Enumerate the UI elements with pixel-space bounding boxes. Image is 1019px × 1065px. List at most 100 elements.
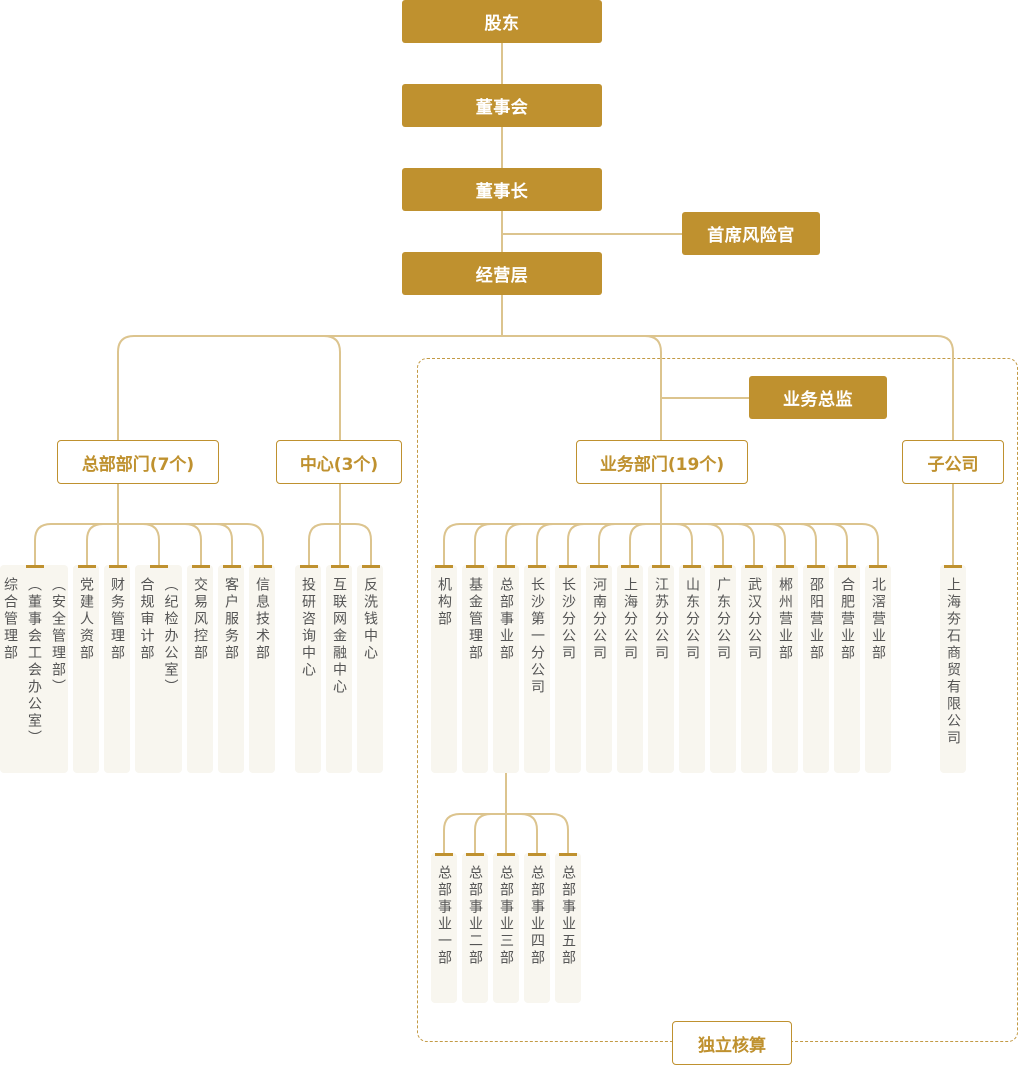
hq-department-card[interactable]: 财务管理部 bbox=[104, 565, 130, 773]
card-label: 武汉分公司 bbox=[746, 577, 762, 662]
business-unit-card[interactable]: 郴州营业部 bbox=[772, 565, 798, 773]
card-label: 合规审计部 bbox=[138, 577, 155, 662]
group-drop-line bbox=[117, 335, 135, 440]
card-label: （安全管理部） bbox=[50, 577, 66, 696]
child-drop-line bbox=[246, 523, 264, 565]
hq-department-card[interactable]: 党建人资部 bbox=[73, 565, 99, 773]
center-card[interactable]: 投研咨询中心 bbox=[295, 565, 321, 773]
node-management[interactable]: 经营层 bbox=[402, 252, 602, 295]
card-label: 山东分公司 bbox=[684, 577, 700, 662]
child-drop-line bbox=[737, 523, 755, 565]
child-drop-line bbox=[629, 523, 647, 565]
card-label: 合肥营业部 bbox=[839, 577, 855, 662]
node-shareholders[interactable]: 股东 bbox=[402, 0, 602, 43]
hq-division-card[interactable]: 总部事业四部 bbox=[524, 853, 550, 1003]
card-connector-tab bbox=[559, 565, 577, 568]
card-label: 客户服务部 bbox=[223, 577, 239, 662]
child-drop-line bbox=[830, 523, 848, 565]
business-unit-card[interactable]: 基金管理部 bbox=[462, 565, 488, 773]
child-drop-line bbox=[567, 523, 585, 565]
group-centers[interactable]: 中心(3个) bbox=[276, 440, 402, 484]
card-label: 长沙第一分公司 bbox=[529, 577, 545, 696]
card-connector-tab bbox=[838, 565, 856, 568]
node-board[interactable]: 董事会 bbox=[402, 84, 602, 127]
business-unit-card[interactable]: 合肥营业部 bbox=[834, 565, 860, 773]
card-label: 基金管理部 bbox=[467, 577, 483, 662]
card-connector-tab bbox=[497, 853, 515, 856]
group-drop-line bbox=[644, 335, 662, 440]
business-unit-card[interactable]: 武汉分公司 bbox=[741, 565, 767, 773]
card-label: 综合管理部 bbox=[2, 577, 18, 662]
child-drop-line bbox=[474, 813, 492, 853]
independent-accounting-label: 独立核算 bbox=[672, 1021, 792, 1065]
card-label: 郴州营业部 bbox=[777, 577, 793, 662]
child-drop-line bbox=[34, 523, 52, 565]
child-drop-line bbox=[505, 523, 523, 565]
business-unit-card[interactable]: 长沙第一分公司 bbox=[524, 565, 550, 773]
frame-label: 独立核算 bbox=[698, 1035, 766, 1056]
card-label: 交易风控部 bbox=[192, 577, 208, 662]
node-business-director[interactable]: 业务总监 bbox=[749, 376, 887, 419]
card-connector-tab bbox=[435, 853, 453, 856]
card-label: 邵阳营业部 bbox=[808, 577, 824, 662]
card-connector-tab bbox=[745, 565, 763, 568]
card-label: （董事会工会办公室） bbox=[26, 577, 42, 747]
child-drop-line bbox=[142, 523, 160, 565]
subsidiary-card[interactable]: 上海夯石商贸有限公司 bbox=[940, 565, 966, 773]
node-label: 董事会 bbox=[475, 98, 529, 118]
card-label: 投研咨询中心 bbox=[300, 577, 316, 679]
hq-department-card[interactable]: 客户服务部 bbox=[218, 565, 244, 773]
hq-division-card[interactable]: 总部事业五部 bbox=[555, 853, 581, 1003]
hq-department-card[interactable]: 信息技术部 bbox=[249, 565, 275, 773]
business-unit-card[interactable]: 北滘营业部 bbox=[865, 565, 891, 773]
business-unit-card[interactable]: 邵阳营业部 bbox=[803, 565, 829, 773]
child-drop-line bbox=[474, 523, 492, 565]
child-drop-line bbox=[551, 813, 569, 853]
hq-department-card[interactable]: 交易风控部 bbox=[187, 565, 213, 773]
business-unit-card[interactable]: 山东分公司 bbox=[679, 565, 705, 773]
hq-department-card[interactable]: 合规审计部（纪检办公室） bbox=[135, 565, 182, 773]
card-connector-tab bbox=[714, 565, 732, 568]
group-subsidiary[interactable]: 子公司 bbox=[902, 440, 1004, 484]
card-connector-tab bbox=[944, 565, 962, 568]
card-label: 总部事业一部 bbox=[436, 865, 452, 967]
node-label: 董事长 bbox=[475, 182, 529, 202]
group-label: 中心(3个) bbox=[299, 454, 379, 475]
hq-division-card[interactable]: 总部事业一部 bbox=[431, 853, 457, 1003]
business-unit-card[interactable]: 机构部 bbox=[431, 565, 457, 773]
child-drop-line bbox=[799, 523, 817, 565]
card-connector-tab bbox=[150, 565, 168, 568]
node-label: 首席风险官 bbox=[707, 226, 795, 246]
card-label: 长沙分公司 bbox=[560, 577, 576, 662]
node-cro[interactable]: 首席风险官 bbox=[682, 212, 820, 255]
hq-division-card[interactable]: 总部事业三部 bbox=[493, 853, 519, 1003]
card-connector-tab bbox=[497, 565, 515, 568]
business-unit-card[interactable]: 上海分公司 bbox=[617, 565, 643, 773]
card-connector-tab bbox=[621, 565, 639, 568]
business-unit-card[interactable]: 河南分公司 bbox=[586, 565, 612, 773]
business-unit-card[interactable]: 广东分公司 bbox=[710, 565, 736, 773]
hq-division-card[interactable]: 总部事业二部 bbox=[462, 853, 488, 1003]
card-label: 总部事业三部 bbox=[498, 865, 514, 967]
business-unit-card[interactable]: 总部事业部 bbox=[493, 565, 519, 773]
card-label: 党建人资部 bbox=[78, 577, 94, 662]
group-label: 总部部门(7个) bbox=[81, 454, 195, 475]
card-connector-tab bbox=[78, 565, 96, 568]
child-drop-line bbox=[86, 523, 104, 565]
card-connector-tab bbox=[683, 565, 701, 568]
child-drop-line bbox=[536, 523, 554, 565]
card-connector-tab bbox=[300, 565, 318, 568]
card-connector-tab bbox=[466, 853, 484, 856]
center-card[interactable]: 反洗钱中心 bbox=[357, 565, 383, 773]
business-unit-card[interactable]: 江苏分公司 bbox=[648, 565, 674, 773]
business-unit-card[interactable]: 长沙分公司 bbox=[555, 565, 581, 773]
card-connector-tab bbox=[559, 853, 577, 856]
group-hq[interactable]: 总部部门(7个) bbox=[57, 440, 219, 484]
card-connector-tab bbox=[652, 565, 670, 568]
hq-department-card[interactable]: 综合管理部 （董事会工会办公室） （安全管理部） bbox=[0, 565, 68, 773]
center-card[interactable]: 互联网金融中心 bbox=[326, 565, 352, 773]
node-chairman[interactable]: 董事长 bbox=[402, 168, 602, 211]
node-label: 经营层 bbox=[475, 266, 529, 286]
card-connector-tab bbox=[192, 565, 210, 568]
group-business[interactable]: 业务部门(19个) bbox=[576, 440, 748, 484]
